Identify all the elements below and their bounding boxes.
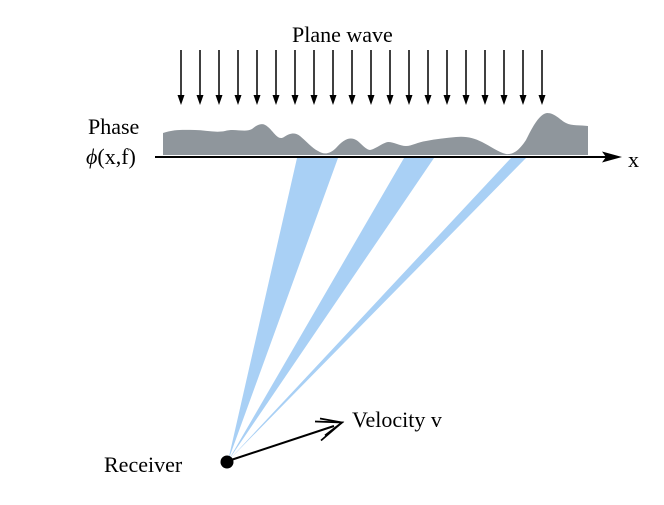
incident-arrow-icon [348, 50, 356, 105]
incident-arrow-icon [367, 50, 375, 105]
incident-arrow-icon [443, 50, 451, 105]
incident-arrow-icon [481, 50, 489, 105]
plane-wave-title: Plane wave [292, 22, 393, 47]
incident-arrow-icon [462, 50, 470, 105]
phase-profile-shape [163, 113, 588, 155]
ray-wedges [228, 158, 526, 461]
incident-arrow-icon [500, 50, 508, 105]
velocity-arrow [227, 417, 345, 462]
incident-arrow-icon [405, 50, 413, 105]
incident-arrow-icon [215, 50, 223, 105]
incident-arrow-icon [329, 50, 337, 105]
incident-arrow-icon [386, 50, 394, 105]
ray-wedge [228, 158, 434, 461]
incident-arrow-icon [538, 50, 546, 105]
receiver-label: Receiver [104, 452, 183, 477]
incident-arrow-icon [196, 50, 204, 105]
axis-arrowhead-icon [602, 151, 622, 163]
phase-function-label: ϕ(x,f) [86, 146, 136, 168]
incident-arrow-icon [424, 50, 432, 105]
incident-arrow-icon [310, 50, 318, 105]
phi-symbol: ϕ [86, 144, 98, 169]
plane-wave-arrows [177, 50, 546, 105]
x-axis-label: x [628, 147, 639, 172]
phase-label: Phase [88, 114, 140, 139]
velocity-label: Velocity v [352, 407, 442, 432]
x-axis [155, 151, 622, 163]
incident-arrow-icon [272, 50, 280, 105]
ray-wedge [228, 158, 526, 461]
receiver-dot [220, 455, 234, 469]
ray-wedge [228, 158, 338, 461]
incident-arrow-icon [234, 50, 242, 105]
phi-args: (x,f) [97, 144, 136, 169]
incident-arrow-icon [291, 50, 299, 105]
incident-arrow-icon [253, 50, 261, 105]
incident-arrow-icon [519, 50, 527, 105]
incident-arrow-icon [177, 50, 185, 105]
